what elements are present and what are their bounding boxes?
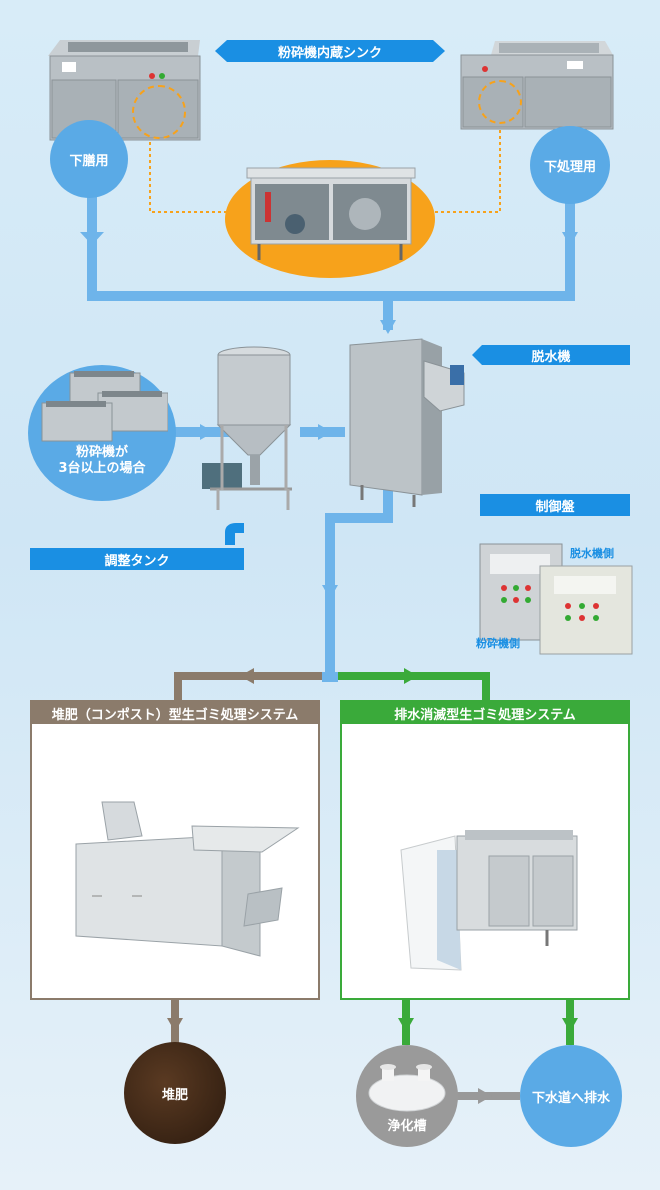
compost-system-header: 堆肥（コンポスト）型生ゴミ処理システム xyxy=(32,702,318,724)
adjust-tank-label-bar: 調整タンク xyxy=(30,548,244,570)
adjust-tank-label: 調整タンク xyxy=(104,553,170,569)
arrow-right-icon xyxy=(318,424,332,440)
dehydrator-side-caption: 脱水機側 xyxy=(570,547,614,560)
crusher-unit-image xyxy=(246,167,416,260)
arrow-down-icon xyxy=(380,320,396,334)
pre-process-sink-image xyxy=(460,41,614,130)
compost-system-title: 堆肥（コンポスト）型生ゴミ処理システム xyxy=(51,707,299,723)
compost-machine-image xyxy=(75,801,300,957)
arrow-down-icon xyxy=(167,1018,183,1032)
multi-sink-image xyxy=(41,371,168,442)
compost-label: 堆肥 xyxy=(161,1087,188,1103)
septic-label-wrap: 浄化槽 xyxy=(356,1115,458,1134)
drain-system-title: 排水消滅型生ゴミ処理システム xyxy=(394,707,576,723)
arrow-down-icon xyxy=(562,232,578,246)
septic-tank-circle: 浄化槽 xyxy=(356,1045,458,1147)
control-panel-label: 制御盤 xyxy=(535,499,575,515)
dehydrator-label-bar: 脱水機 xyxy=(472,345,630,365)
multi-crusher-text: 粉砕機が 3台以上の場合 xyxy=(28,445,176,477)
septic-tank-image xyxy=(368,1064,446,1112)
sink-banner-label: 粉砕機内蔵シンク xyxy=(277,45,382,61)
drain-system-header: 排水消滅型生ゴミ処理システム xyxy=(342,702,628,724)
drain-system-panel: 排水消滅型生ゴミ処理システム xyxy=(340,700,630,1000)
lower-prep-circle: 下膳用 xyxy=(50,120,128,198)
compost-circle: 堆肥 xyxy=(124,1042,226,1144)
lower-prep-label: 下膳用 xyxy=(69,153,109,169)
sewer-label: 下水道へ排水 xyxy=(531,1090,610,1106)
multi-crusher-line1: 粉砕機が xyxy=(75,445,128,460)
arrow-right-icon xyxy=(404,668,418,684)
arrow-down-icon xyxy=(562,1018,578,1032)
arrow-left-icon xyxy=(240,668,254,684)
highlight-ring xyxy=(478,80,522,124)
sink-banner: 粉砕機内蔵シンク xyxy=(215,40,445,62)
control-panels-image xyxy=(479,543,633,655)
drain-machine-image xyxy=(400,830,578,971)
crusher-side-caption: 粉砕機側 xyxy=(476,637,520,650)
highlight-ring xyxy=(132,85,186,139)
pre-process-circle: 下処理用 xyxy=(530,126,610,204)
multi-crusher-line2: 3台以上の場合 xyxy=(58,461,146,476)
dehydrator-label: 脱水機 xyxy=(531,349,571,365)
compost-system-panel: 堆肥（コンポスト）型生ゴミ処理システム xyxy=(30,700,320,1000)
arrow-right-icon xyxy=(478,1088,492,1104)
septic-tank-label: 浄化槽 xyxy=(387,1119,427,1134)
adjust-tank-image xyxy=(202,346,292,510)
arrow-down-icon xyxy=(322,585,338,599)
pre-process-label: 下処理用 xyxy=(543,159,596,175)
arrow-down-icon xyxy=(398,1018,414,1032)
arrow-right-icon xyxy=(200,424,214,440)
multi-crusher-circle: 粉砕機が 3台以上の場合 xyxy=(28,365,176,501)
sewer-circle: 下水道へ排水 xyxy=(520,1045,622,1147)
dehydrator-image xyxy=(349,338,465,507)
control-panel-label-bar: 制御盤 xyxy=(480,494,630,516)
